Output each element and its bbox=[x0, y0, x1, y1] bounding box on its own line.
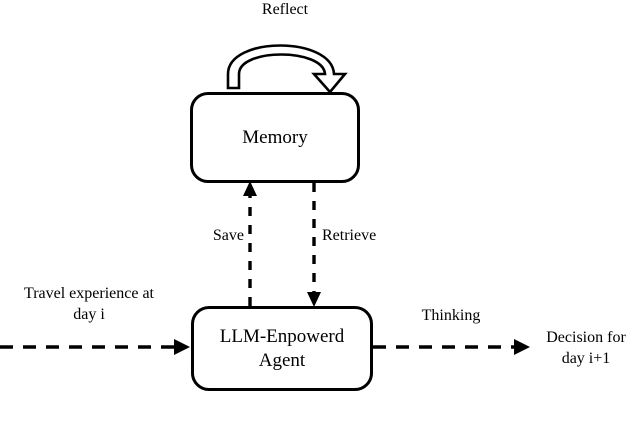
input-arrow bbox=[0, 339, 190, 355]
edge-label-reflect: Reflect bbox=[261, 1, 309, 18]
terminal-output-line1: Decision for bbox=[546, 329, 626, 346]
terminal-output: Decision for day i+1 bbox=[532, 328, 640, 370]
node-agent-label-line2: Agent bbox=[258, 349, 306, 371]
terminal-input-line2: day i bbox=[73, 305, 105, 323]
edge-label-save: Save bbox=[212, 227, 244, 244]
node-agent[interactable]: LLM-Enpowerd Agent bbox=[191, 306, 373, 391]
node-memory-label: Memory bbox=[242, 126, 308, 148]
terminal-input: Travel experience at day i bbox=[0, 284, 178, 326]
terminal-output-line2: day i+1 bbox=[561, 349, 611, 367]
reflect-arrow bbox=[226, 44, 348, 94]
terminal-input-line1: Travel experience at bbox=[23, 285, 154, 302]
save-arrow bbox=[243, 181, 257, 306]
edge-label-thinking: Thinking bbox=[421, 307, 481, 324]
node-agent-label-line1: LLM-Enpowerd bbox=[219, 325, 345, 347]
node-memory[interactable]: Memory bbox=[190, 92, 360, 183]
thinking-arrow bbox=[373, 339, 530, 355]
node-agent-label: LLM-Enpowerd Agent bbox=[220, 325, 345, 373]
retrieve-arrow bbox=[307, 183, 321, 307]
edge-label-retrieve: Retrieve bbox=[322, 227, 377, 244]
